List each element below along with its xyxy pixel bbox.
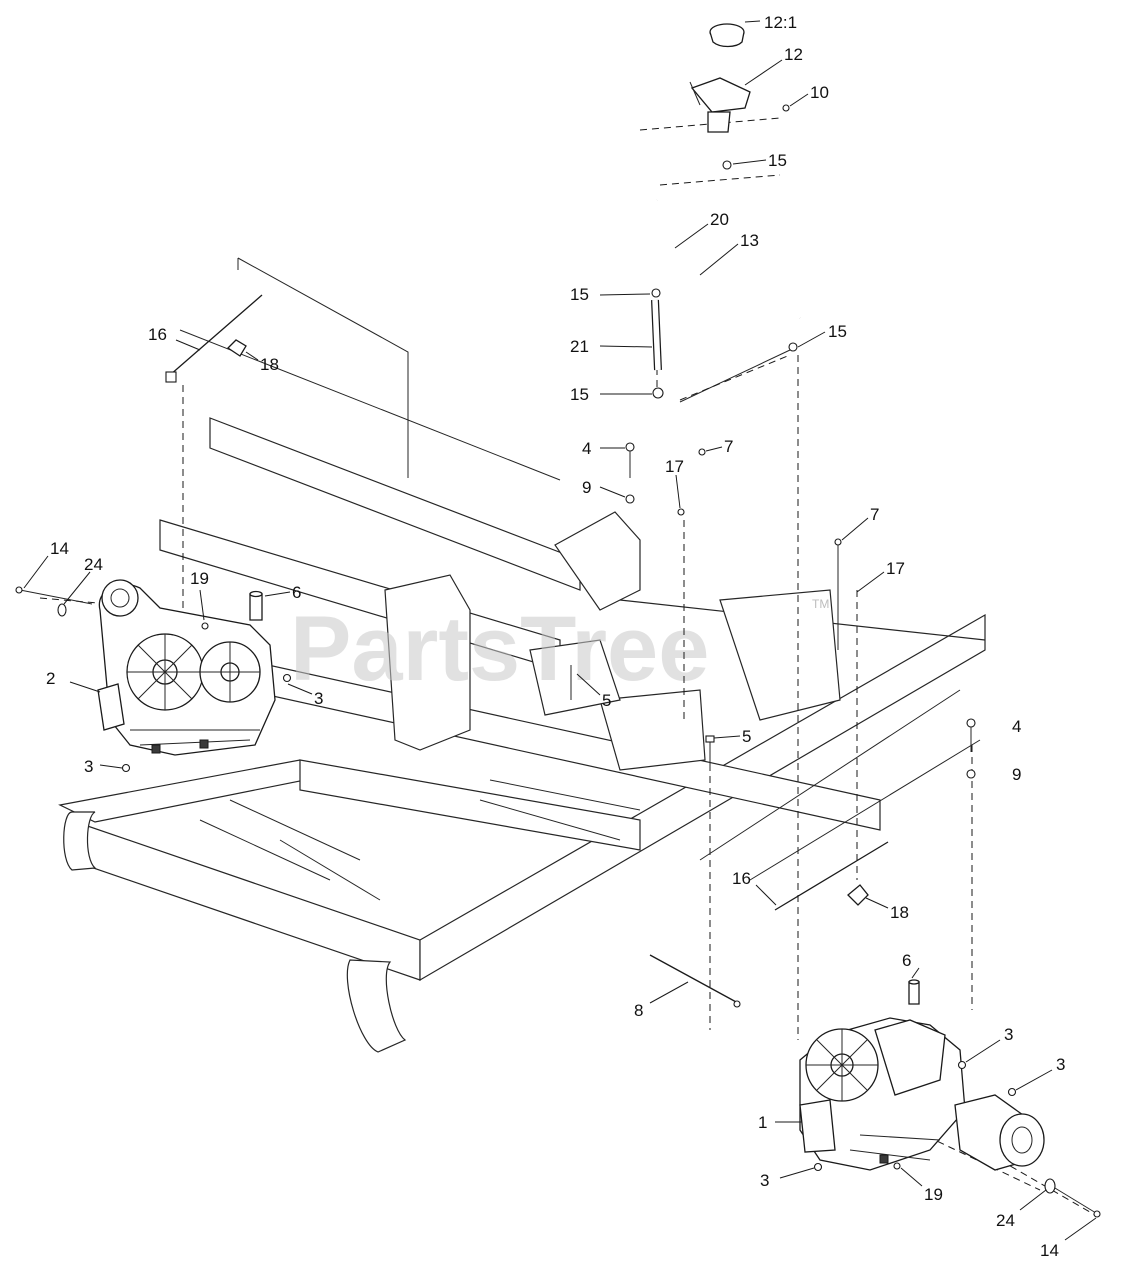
link-rod-16-left	[165, 294, 263, 383]
callout-labels: 12:1 12 10 15 20 13 15 15 21 15 16 18 4 …	[46, 13, 1065, 1260]
callout-13: 13	[740, 231, 759, 250]
callout-3-left-low: 3	[84, 757, 93, 776]
callout-21: 21	[570, 337, 589, 356]
callout-19-left: 19	[190, 569, 209, 588]
callout-17-right: 17	[886, 559, 905, 578]
callout-2: 2	[46, 669, 55, 688]
callout-1: 1	[758, 1113, 767, 1132]
washer-24-left	[57, 603, 67, 617]
callout-7-top: 7	[724, 437, 733, 456]
callout-3-right-b: 3	[1056, 1055, 1065, 1074]
callout-5-right: 5	[742, 727, 751, 746]
callout-3-right-a: 3	[1004, 1025, 1013, 1044]
hardware-clip-18-right	[847, 884, 869, 906]
callout-4-top: 4	[582, 439, 591, 458]
watermark-trademark: TM	[812, 597, 829, 611]
spacer-6-right	[908, 979, 920, 1005]
callout-18-left: 18	[260, 355, 279, 374]
hardware-bolts-4-9	[625, 442, 976, 779]
callout-12: 12	[784, 45, 803, 64]
link-rod-16-right	[774, 841, 889, 911]
cross-rod-8	[649, 954, 741, 1008]
callout-15-right: 15	[828, 322, 847, 341]
callout-3-left-mid: 3	[314, 689, 323, 708]
watermark: PartsTree	[290, 598, 709, 700]
control-knob	[709, 23, 745, 48]
hardware-19-left	[201, 622, 209, 630]
callout-6-right: 6	[902, 951, 911, 970]
control-rod-20	[651, 199, 803, 320]
callout-10: 10	[810, 83, 829, 102]
hardware-7-and-17	[677, 448, 842, 650]
callout-14-left: 14	[50, 539, 69, 558]
hardware-bolt-10	[782, 104, 790, 112]
hardware-19-right	[893, 1162, 901, 1170]
hardware-3-right	[813, 1060, 1017, 1172]
callout-18-right: 18	[890, 903, 909, 922]
callout-14-right: 14	[1040, 1241, 1059, 1260]
callout-24-right: 24	[996, 1211, 1015, 1230]
callout-5-left: 5	[602, 691, 611, 710]
callout-15-left-b: 15	[570, 385, 589, 404]
callout-12-1: 12:1	[764, 13, 797, 32]
hardware-clip-18-left	[226, 339, 247, 357]
washer-24-right	[1044, 1178, 1056, 1194]
callout-15-left-a: 15	[570, 285, 589, 304]
callout-15-top: 15	[768, 151, 787, 170]
mower-frame	[58, 417, 986, 1053]
callout-3-right-low: 3	[760, 1171, 769, 1190]
callout-20: 20	[710, 210, 729, 229]
callout-16-left: 16	[148, 325, 167, 344]
callout-17-left: 17	[665, 457, 684, 476]
callout-9-top: 9	[582, 478, 591, 497]
control-rod-21	[651, 299, 662, 371]
callout-9-right: 9	[1012, 765, 1021, 784]
control-housing	[689, 77, 751, 133]
callout-19-right: 19	[924, 1185, 943, 1204]
hardware-nuts-15	[651, 288, 798, 399]
callout-6-left: 6	[292, 583, 301, 602]
callout-7-mid: 7	[870, 505, 879, 524]
callout-leaders	[23, 20, 1097, 1241]
callout-8: 8	[634, 1001, 643, 1020]
callout-16-right: 16	[732, 869, 751, 888]
transmission-left	[97, 579, 276, 756]
spacer-6-left	[249, 590, 263, 621]
axle-bolt-14-right	[1049, 1184, 1101, 1218]
hardware-nut-15-top	[722, 160, 732, 170]
transmission-right	[799, 1017, 1045, 1171]
hardware-pins-5	[570, 665, 715, 770]
callout-24-left: 24	[84, 555, 103, 574]
callout-4-right: 4	[1012, 717, 1021, 736]
axle-bolt-14-left	[15, 586, 93, 605]
hardware-3-left	[121, 673, 292, 773]
seat-pan-outline	[179, 257, 791, 481]
